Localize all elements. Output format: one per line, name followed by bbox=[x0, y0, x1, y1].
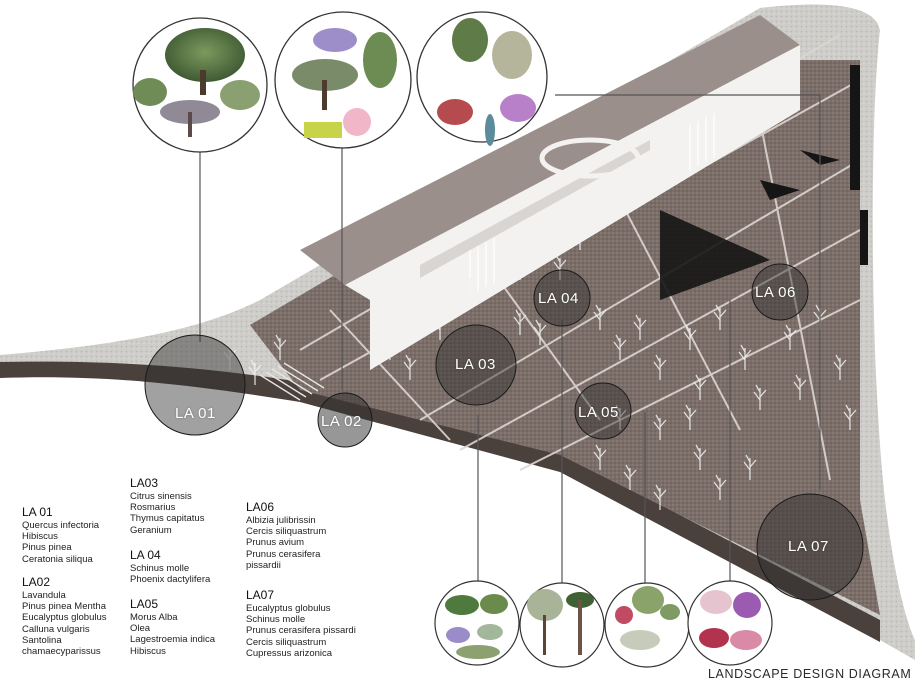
plant-name: Olea bbox=[130, 623, 215, 634]
tree-cluster-icon bbox=[452, 18, 488, 62]
plant-name: Thymus capitatus bbox=[130, 513, 204, 524]
tree-cluster-icon bbox=[445, 595, 479, 615]
plant-name: Hibiscus bbox=[130, 646, 215, 657]
plant-name: Schinus molle bbox=[246, 614, 356, 625]
plant-name: Rosmarius bbox=[130, 502, 204, 513]
plant-name: Hibiscus bbox=[22, 531, 99, 542]
legend-code: LA06 bbox=[246, 500, 326, 514]
tree-cluster-icon bbox=[700, 590, 732, 614]
plant-name: Citrus sinensis bbox=[130, 491, 204, 502]
plant-name: Phoenix dactylifera bbox=[130, 574, 210, 585]
plant-name: Lavandula bbox=[22, 590, 107, 601]
plant-name: Cercis siliquastrum bbox=[246, 526, 326, 537]
plant-circle-la01 bbox=[133, 18, 267, 152]
plant-name: Schinus molle bbox=[130, 563, 210, 574]
plant-circle-la03 bbox=[435, 581, 519, 665]
legend-la04: LA 04 Schinus molle Phoenix dactylifera bbox=[130, 548, 210, 585]
area-label-la03: LA 03 bbox=[455, 356, 496, 373]
plant-circle-la04 bbox=[520, 583, 604, 667]
plant-name: Geranium bbox=[130, 525, 204, 536]
tree-cluster-icon bbox=[632, 586, 664, 614]
plant-name: Morus Alba bbox=[130, 612, 215, 623]
plant-name: chamaecyparissus bbox=[22, 646, 107, 657]
plant-name: Prunus avium bbox=[246, 537, 326, 548]
plant-circle-la06-07 bbox=[417, 12, 547, 146]
plant-name: pissardii bbox=[246, 560, 326, 571]
legend-code: LA02 bbox=[22, 575, 107, 589]
plant-name: Eucalyptus globulus bbox=[22, 612, 107, 623]
legend-la07: LA07 Eucalyptus globulus Schinus molle P… bbox=[246, 588, 356, 659]
plant-name: Prunus cerasifera bbox=[246, 549, 326, 560]
area-label-la07: LA 07 bbox=[788, 538, 829, 555]
legend-code: LA07 bbox=[246, 588, 356, 602]
plant-name: Prunus cerasifera pissardi bbox=[246, 625, 356, 636]
legend-code: LA03 bbox=[130, 476, 204, 490]
plant-name: Cupressus arizonica bbox=[246, 648, 356, 659]
plant-name: Eucalyptus globulus bbox=[246, 603, 356, 614]
legend-code: LA 04 bbox=[130, 548, 210, 562]
plant-name: Calluna vulgaris bbox=[22, 624, 107, 635]
plant-circle-la05 bbox=[605, 583, 689, 667]
legend-code: LA05 bbox=[130, 597, 215, 611]
diagram-title: LANDSCAPE DESIGN DIAGRAM bbox=[708, 667, 911, 681]
plant-name: Albizia julibrissin bbox=[246, 515, 326, 526]
area-label-la01: LA 01 bbox=[175, 405, 216, 422]
plant-name: Santolina bbox=[22, 635, 107, 646]
plant-circle-la02 bbox=[275, 12, 411, 148]
area-label-la02: LA 02 bbox=[321, 413, 362, 430]
legend-la06: LA06 Albizia julibrissin Cercis siliquas… bbox=[246, 500, 326, 571]
legend-la05: LA05 Morus Alba Olea Lagestroemia indica… bbox=[130, 597, 215, 657]
legend-code: LA 01 bbox=[22, 505, 99, 519]
legend-la03: LA03 Citrus sinensis Rosmarius Thymus ca… bbox=[130, 476, 204, 536]
tree-cluster-icon bbox=[313, 28, 357, 52]
area-label-la04: LA 04 bbox=[538, 290, 579, 307]
legend-la02: LA02 Lavandula Pinus pinea Mentha Eucaly… bbox=[22, 575, 107, 657]
area-label-la06: LA 06 bbox=[755, 284, 796, 301]
plant-name: Lagestroemia indica bbox=[130, 634, 215, 645]
plant-name: Quercus infectoria bbox=[22, 520, 99, 531]
legend-la01: LA 01 Quercus infectoria Hibiscus Pinus … bbox=[22, 505, 99, 565]
plant-name: Ceratonia siliqua bbox=[22, 554, 99, 565]
plant-circle-la06 bbox=[688, 581, 772, 665]
plant-name: Cercis siliquastrum bbox=[246, 637, 356, 648]
plant-sample-circles-top bbox=[133, 12, 547, 152]
plant-name: Pinus pinea Mentha bbox=[22, 601, 107, 612]
plant-name: Pinus pinea bbox=[22, 542, 99, 553]
area-label-la05: LA 05 bbox=[578, 404, 619, 421]
